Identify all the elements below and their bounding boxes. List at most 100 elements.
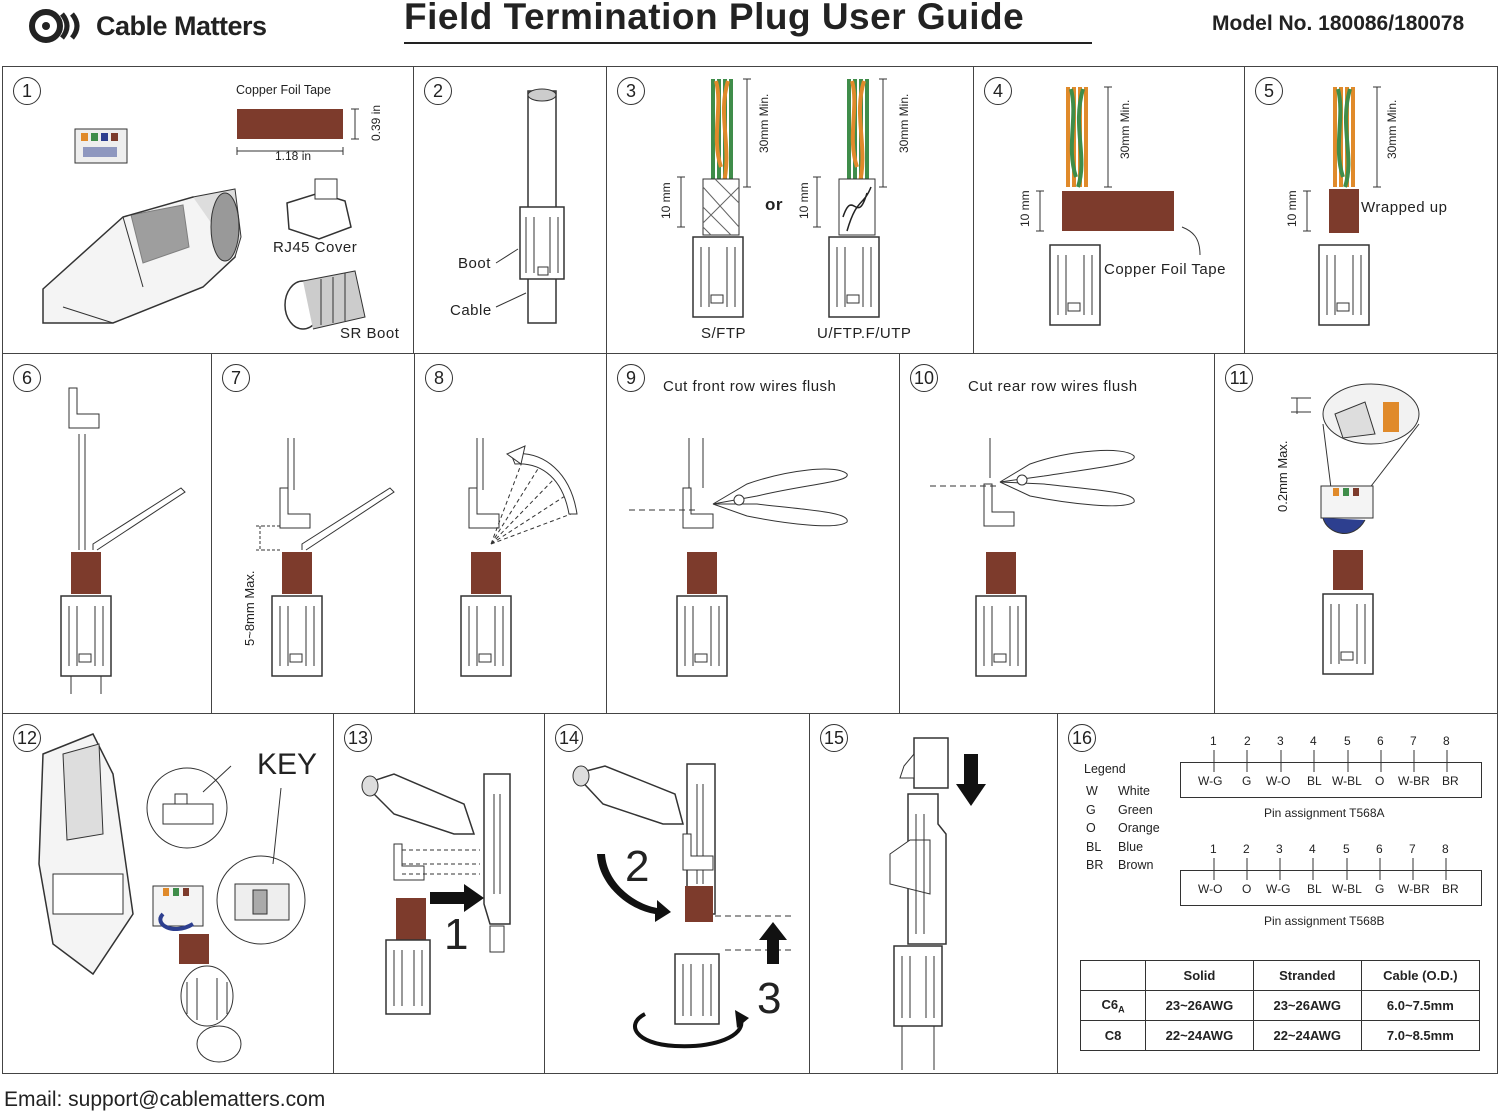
step-9-panel: 9 Cut front row wires flush	[606, 353, 900, 714]
step-2-panel: 2 Boot Cable	[413, 66, 607, 354]
pin-ticks-a	[1213, 750, 1448, 772]
step-1-arrow-label: 1	[444, 910, 469, 959]
step-number: 9	[617, 364, 645, 392]
cover-close-illustration	[889, 737, 986, 1070]
brand-name: Cable Matters	[96, 10, 267, 41]
solid-cell: 23~26AWG	[1145, 990, 1254, 1021]
step-number: 11	[1225, 364, 1253, 392]
uftp-label: U/FTP.F/UTP	[817, 325, 912, 342]
strip-length-dim: 10 mm	[797, 182, 811, 219]
step-number: 14	[555, 724, 583, 752]
solid-cell: 22~24AWG	[1145, 1020, 1254, 1051]
step-number: 1	[13, 77, 41, 105]
strip-length-dim: 10 mm	[1285, 190, 1299, 227]
cable-label: Cable	[450, 302, 492, 319]
key-label: KEY	[257, 748, 318, 781]
min-length-dim: 30mm Min.	[1385, 99, 1399, 159]
rj45-cover-label: RJ45 Cover	[273, 239, 358, 256]
wrapped-label: Wrapped up	[1361, 199, 1448, 216]
wire-bend-illustration	[460, 438, 578, 677]
tape-height-dim: 0.39 in	[369, 104, 383, 141]
boot-label: Boot	[458, 255, 491, 272]
step-6-panel: 6	[2, 353, 212, 714]
table-row: C6A 23~26AWG 23~26AWG 6.0~7.5mm	[1080, 990, 1481, 1021]
cable-spec-table: Solid Stranded Cable (O.D.) C6A 23~26AWG…	[1080, 960, 1481, 1051]
cable-type-cell: C8	[1080, 1020, 1146, 1051]
step-2-arrow-label: 2	[625, 842, 650, 891]
max-trim-dim: 0.2mm Max.	[1275, 440, 1290, 512]
step-number: 3	[617, 77, 645, 105]
wire-gap-illustration	[256, 438, 395, 677]
step-number: 12	[13, 724, 41, 752]
insert-module-illustration	[361, 773, 511, 1015]
strip-length-dim: 10 mm	[1018, 190, 1032, 227]
step-number: 16	[1068, 724, 1096, 752]
step-12-panel: 12 KEY	[2, 713, 334, 1074]
step-10-panel: 10 Cut rear row wires flush	[899, 353, 1215, 714]
min-length-dim: 30mm Min.	[1118, 99, 1132, 159]
t568b-caption: Pin assignment T568B	[1264, 914, 1385, 928]
table-header-row: Solid Stranded Cable (O.D.)	[1080, 960, 1481, 991]
step-number: 2	[424, 77, 452, 105]
pin-box	[1180, 870, 1482, 906]
step-9-caption: Cut front row wires flush	[663, 378, 837, 395]
table-header-cell: Cable (O.D.)	[1360, 960, 1481, 991]
tape-width-dim: 1.18 in	[275, 149, 312, 163]
lock-boot-illustration	[572, 763, 791, 1049]
step-number: 15	[820, 724, 848, 752]
step-4-panel: 4 30mm Min. 10 mm Copper Foil Tape	[973, 66, 1245, 354]
step-number: 4	[984, 77, 1012, 105]
plug-kit-illustration	[42, 108, 366, 330]
step-10-caption: Cut rear row wires flush	[968, 378, 1138, 395]
max-gap-dim: 5~8mm Max.	[242, 570, 257, 647]
table-header-cell	[1080, 960, 1146, 991]
title-underline	[404, 42, 1092, 44]
key-alignment-illustration	[38, 733, 306, 1063]
od-cell: 7.0~8.5mm	[1360, 1020, 1481, 1051]
table-row: C8 22~24AWG 22~24AWG 7.0~8.5mm	[1080, 1020, 1481, 1051]
copper-tape-label: Copper Foil Tape	[236, 83, 331, 97]
step-number: 5	[1255, 77, 1283, 105]
legend-title: Legend	[1084, 762, 1126, 776]
table-header-cell: Stranded	[1252, 960, 1362, 991]
foil-wrap-illustration	[1036, 86, 1201, 326]
stranded-cell: 23~26AWG	[1252, 990, 1362, 1021]
cable-type-cell: C6A	[1080, 990, 1146, 1021]
step-11-panel: 11 0.2mm Max.	[1214, 353, 1498, 714]
od-cell: 6.0~7.5mm	[1360, 990, 1481, 1021]
step-number: 8	[425, 364, 453, 392]
t568a-caption: Pin assignment T568A	[1264, 806, 1385, 820]
cut-rear-illustration	[930, 438, 1135, 677]
support-email[interactable]: Email: support@cablematters.com	[4, 1088, 326, 1111]
page-header: Cable Matters Field Termination Plug Use…	[0, 0, 1500, 66]
sftp-label: S/FTP	[701, 325, 747, 342]
or-label: or	[765, 195, 783, 214]
step-13-panel: 13 1	[333, 713, 545, 1074]
model-number: Model No. 180086/180078	[1212, 12, 1465, 35]
step-14-panel: 14 2 3	[544, 713, 810, 1074]
copper-tape-label: Copper Foil Tape	[1104, 261, 1226, 278]
cable-boot-illustration	[495, 88, 565, 324]
step-3-arrow-label: 3	[757, 974, 782, 1023]
trim-check-illustration	[1291, 383, 1420, 675]
step-number: 13	[344, 724, 372, 752]
min-length-dim: 30mm Min.	[897, 93, 911, 153]
strip-length-dim: 10 mm	[659, 182, 673, 219]
sr-boot-label: SR Boot	[340, 325, 400, 342]
brand-logo: Cable Matters	[28, 8, 267, 44]
wire-insert-illustration	[60, 387, 186, 694]
step-number: 7	[222, 364, 250, 392]
pin-ticks-b	[1213, 858, 1447, 880]
cable-stripping-illustration	[677, 78, 887, 318]
min-length-dim: 30mm Min.	[757, 93, 771, 153]
wrapped-cable-illustration	[1303, 86, 1381, 326]
page-title: Field Termination Plug User Guide	[404, 0, 1025, 37]
cable-matters-logo-icon	[29, 9, 80, 43]
pin-box	[1180, 762, 1482, 798]
step-3-panel: 3 30mm Min. 30mm Min. 10 mm 10 mm or	[606, 66, 974, 354]
table-header-cell: Solid	[1145, 960, 1254, 991]
